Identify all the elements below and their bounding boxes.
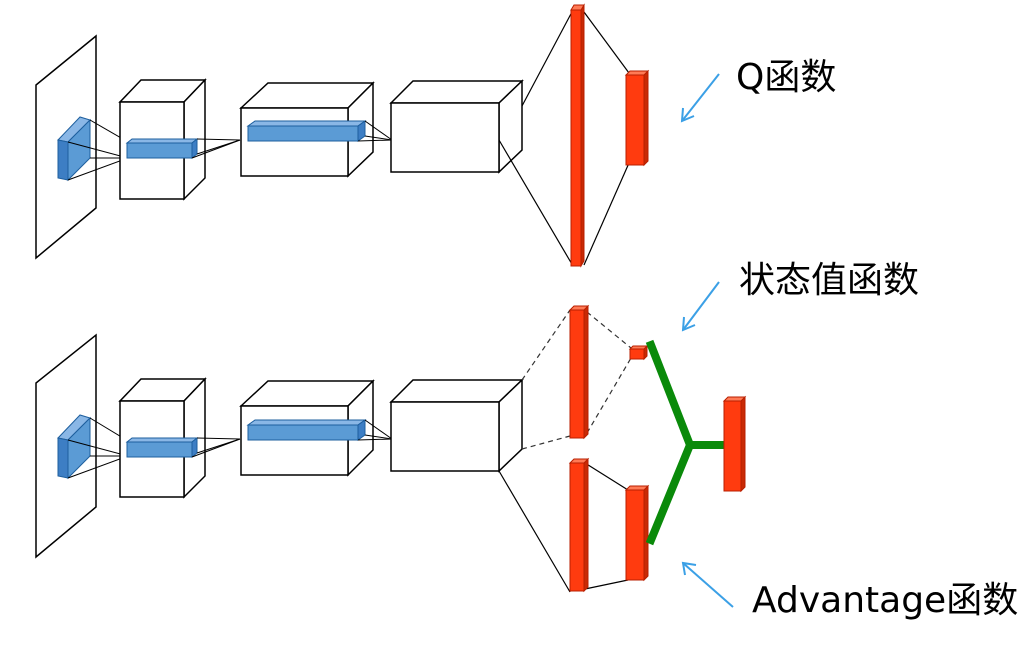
state-value-output <box>628 344 649 361</box>
conv2-projection-lines <box>191 138 241 159</box>
aggregation-connector <box>645 339 728 546</box>
conv-block-2b <box>239 379 375 477</box>
top-network <box>35 3 650 268</box>
advantage-fc-layer <box>568 457 590 593</box>
conv3-projection-lines-2 <box>357 419 393 441</box>
fc-fan-lines <box>498 9 630 267</box>
input-frame <box>35 34 97 260</box>
value-stream-lines <box>521 309 632 450</box>
advantage-stream-lines <box>498 462 629 593</box>
advantage-function-label: Advantage函数 <box>752 580 1018 621</box>
value-fc-layer <box>568 304 590 440</box>
conv2-projection-lines-2 <box>191 437 241 458</box>
bottom-network <box>35 304 747 593</box>
state-value-function-label: 状态值函数 <box>739 260 919 301</box>
conv-block-3 <box>389 79 524 174</box>
conv-block-2 <box>239 81 375 178</box>
fc-layer <box>570 3 585 268</box>
conv3-projection-lines <box>357 120 393 142</box>
advantage-output <box>624 484 650 582</box>
arrow-icon <box>681 561 734 608</box>
q-output-layer <box>624 69 650 167</box>
conv-block-1 <box>118 78 207 201</box>
conv-block-3b <box>389 378 524 473</box>
final-q-output <box>722 395 747 493</box>
q-function-label: Q函数 <box>736 57 836 98</box>
arrow-icon <box>680 73 720 123</box>
arrow-icon <box>681 281 720 332</box>
conv-block-1b <box>118 377 207 499</box>
input-frame-2 <box>35 333 97 559</box>
